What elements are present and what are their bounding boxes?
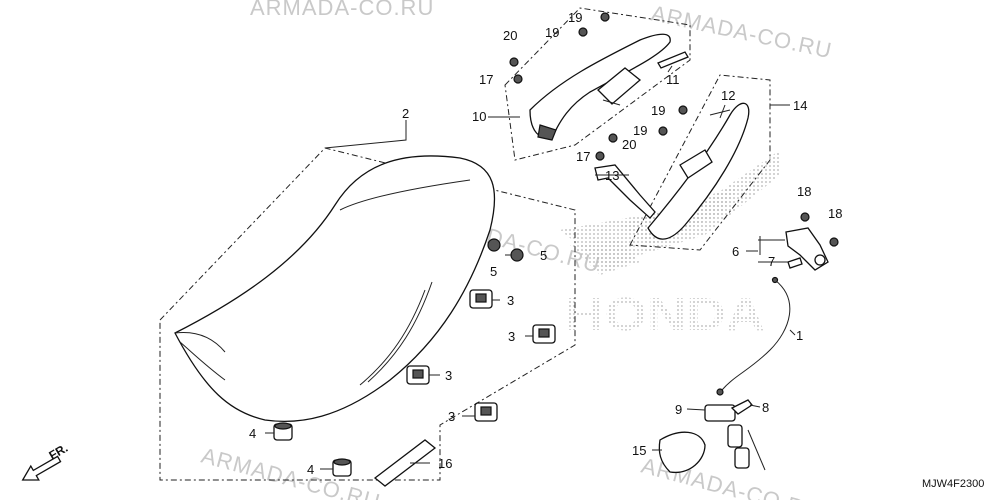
bolt-20-a	[509, 57, 519, 67]
bolt-19-a	[600, 12, 610, 22]
brand-wordmark: HONDA	[565, 288, 765, 340]
seat-cable	[716, 276, 791, 396]
callout-14: 14	[793, 98, 807, 113]
bolt-19-d	[658, 126, 668, 136]
callout-17-b: 17	[576, 149, 590, 164]
spring-7	[787, 257, 803, 269]
leader-lines	[265, 65, 796, 470]
seat-assembly-outline	[159, 147, 576, 481]
callout-20-b: 20	[622, 137, 636, 152]
clip-8	[730, 399, 753, 415]
callout-3-c: 3	[445, 368, 452, 383]
grab-rail	[529, 33, 671, 141]
stopper-4-b	[332, 458, 352, 477]
callout-11: 11	[666, 72, 680, 87]
pin-11	[657, 51, 689, 69]
nut-5-a	[487, 238, 501, 252]
callout-2: 2	[402, 106, 409, 121]
callout-6: 6	[732, 244, 739, 259]
seat	[174, 155, 496, 423]
callout-3-a: 3	[507, 293, 514, 308]
callout-4-a: 4	[249, 426, 256, 441]
bracket-13	[594, 164, 656, 219]
watermark-top-right: ARMADA-CO.RU	[649, 0, 835, 63]
callout-7: 7	[768, 254, 775, 269]
callout-19-a: 19	[568, 10, 582, 25]
cushion-3-d	[474, 402, 498, 422]
side-cover-outline	[629, 74, 771, 251]
watermark-bottom-left: ARMADA-CO.RU	[199, 443, 384, 500]
guard-16	[373, 439, 437, 487]
side-cover	[647, 102, 750, 240]
callout-1: 1	[796, 328, 803, 343]
callout-5-b: 5	[540, 248, 547, 263]
callout-4-b: 4	[307, 462, 314, 477]
bolt-20-b	[608, 133, 618, 143]
cover-15	[658, 431, 706, 473]
cushion-3-c	[406, 365, 430, 385]
callout-19-b: 19	[545, 25, 559, 40]
washer-17-b	[595, 151, 605, 161]
front-direction-arrow	[21, 455, 62, 481]
watermark-top-left: ARMADA-CO.RU	[250, 0, 434, 20]
bolt-19-b	[578, 27, 588, 37]
bolt-18-b	[829, 237, 839, 247]
bolt-19-c	[678, 105, 688, 115]
grab-rail-outline	[504, 7, 691, 161]
callout-3-d: 3	[448, 409, 455, 424]
seat-latch	[759, 227, 829, 271]
callout-13: 13	[605, 168, 619, 183]
nut-5-b	[510, 248, 524, 262]
callout-16: 16	[438, 456, 452, 471]
diagram-code: MJW4F2300	[922, 478, 984, 490]
callout-8: 8	[762, 400, 769, 415]
cushion-3-a	[469, 289, 493, 309]
washer-17-a	[513, 74, 523, 84]
front-direction-label: FR.	[47, 441, 71, 463]
callout-19-c: 19	[651, 103, 665, 118]
callout-17-a: 17	[479, 72, 493, 87]
callout-3-b: 3	[508, 329, 515, 344]
callout-20-a: 20	[503, 28, 517, 43]
callout-18-b: 18	[828, 206, 842, 221]
callout-15: 15	[632, 443, 646, 458]
callout-10: 10	[472, 109, 486, 124]
callout-9: 9	[675, 402, 682, 417]
callout-19-d: 19	[633, 123, 647, 138]
callout-12: 12	[721, 88, 735, 103]
stopper-4-a	[273, 422, 293, 441]
bolt-18-a	[800, 212, 810, 222]
key-cylinder	[704, 404, 766, 471]
cushion-3-b	[532, 324, 556, 344]
callout-18-a: 18	[797, 184, 811, 199]
callout-5-a: 5	[490, 264, 497, 279]
